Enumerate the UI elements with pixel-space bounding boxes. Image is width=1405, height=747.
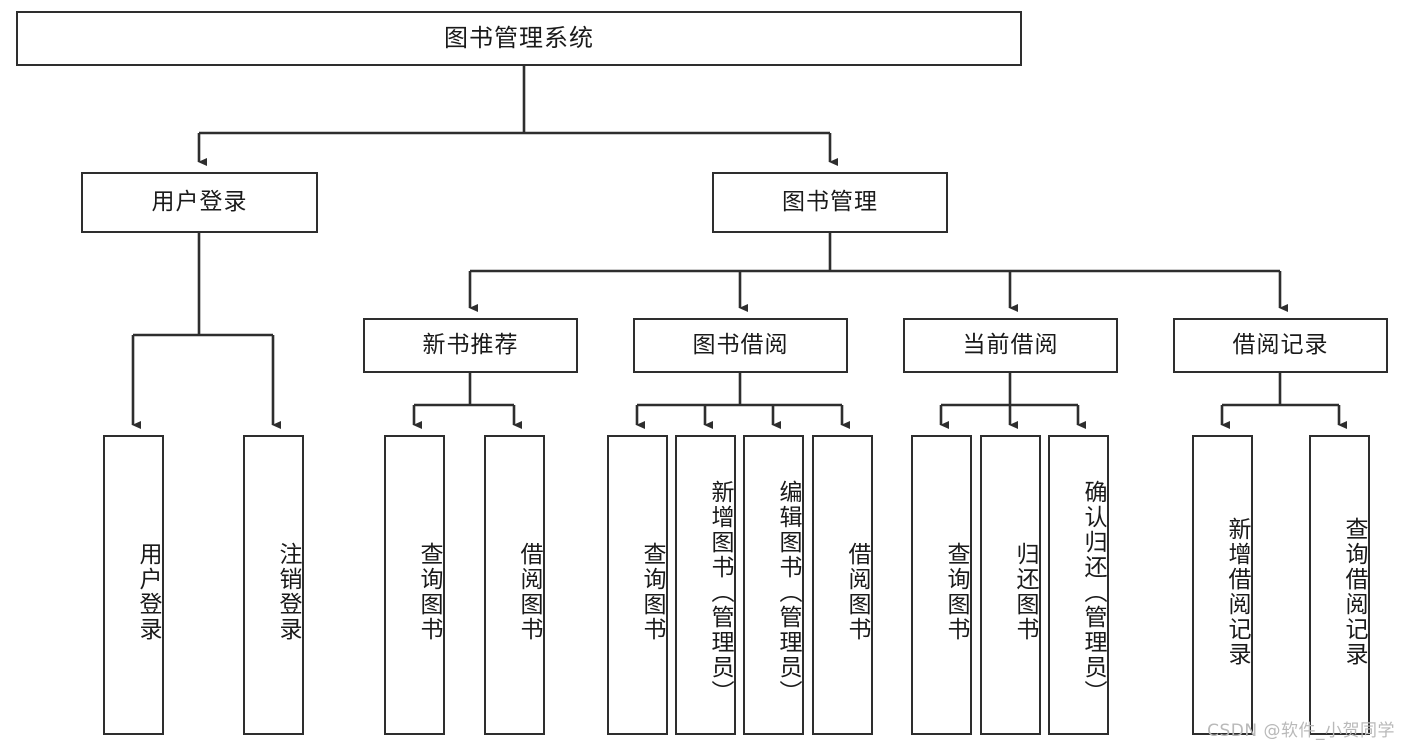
node-leaf-query-book-1[interactable]: 查询图书	[384, 435, 445, 735]
node-leaf-user-logout[interactable]: 注销登录	[243, 435, 304, 735]
node-leaf-edit-book[interactable]: 编辑图书（管理员）	[743, 435, 804, 735]
node-label: 新增借阅记录	[1224, 517, 1250, 667]
node-label: 注销登录	[275, 542, 301, 642]
node-label: 借阅记录	[1232, 331, 1329, 358]
node-label: 用户登录	[135, 542, 161, 642]
node-label: 图书借阅	[692, 331, 789, 358]
node-current-borrow[interactable]: 当前借阅	[903, 318, 1118, 373]
node-leaf-add-record[interactable]: 新增借阅记录	[1192, 435, 1253, 735]
node-label: 借阅图书	[844, 542, 870, 642]
node-label: 新书推荐	[422, 331, 519, 358]
node-leaf-add-book[interactable]: 新增图书（管理员）	[675, 435, 736, 735]
node-leaf-borrow-book-1[interactable]: 借阅图书	[484, 435, 545, 735]
node-label: 查询图书	[416, 542, 442, 642]
node-label: 图书管理	[782, 188, 878, 215]
node-label: 用户登录	[151, 188, 248, 215]
node-label: 编辑图书（管理员）	[775, 479, 801, 705]
node-book-borrow[interactable]: 图书借阅	[633, 318, 848, 373]
node-leaf-return-book[interactable]: 归还图书	[980, 435, 1041, 735]
node-label: 当前借阅	[962, 331, 1059, 358]
node-leaf-confirm-return[interactable]: 确认归还（管理员）	[1048, 435, 1109, 735]
node-root-book-management-system[interactable]: 图书管理系统	[16, 11, 1022, 66]
node-user-login[interactable]: 用户登录	[81, 172, 318, 233]
node-leaf-query-book-3[interactable]: 查询图书	[911, 435, 972, 735]
node-label: 借阅图书	[516, 542, 542, 642]
node-label: 新增图书（管理员）	[707, 479, 733, 705]
node-borrow-record[interactable]: 借阅记录	[1173, 318, 1388, 373]
node-label: 查询图书	[639, 542, 665, 642]
watermark-text: CSDN @软件_小贺同学	[1207, 721, 1395, 741]
node-label: 查询图书	[943, 542, 969, 642]
node-label: 查询借阅记录	[1341, 517, 1367, 667]
node-label: 归还图书	[1012, 542, 1038, 642]
node-leaf-borrow-book-2[interactable]: 借阅图书	[812, 435, 873, 735]
node-label: 图书管理系统	[444, 24, 594, 53]
node-leaf-query-book-2[interactable]: 查询图书	[607, 435, 668, 735]
node-book-management[interactable]: 图书管理	[712, 172, 948, 233]
node-label: 确认归还（管理员）	[1080, 479, 1106, 705]
node-leaf-query-record[interactable]: 查询借阅记录	[1309, 435, 1370, 735]
node-new-book-recommend[interactable]: 新书推荐	[363, 318, 578, 373]
node-leaf-user-login[interactable]: 用户登录	[103, 435, 164, 735]
